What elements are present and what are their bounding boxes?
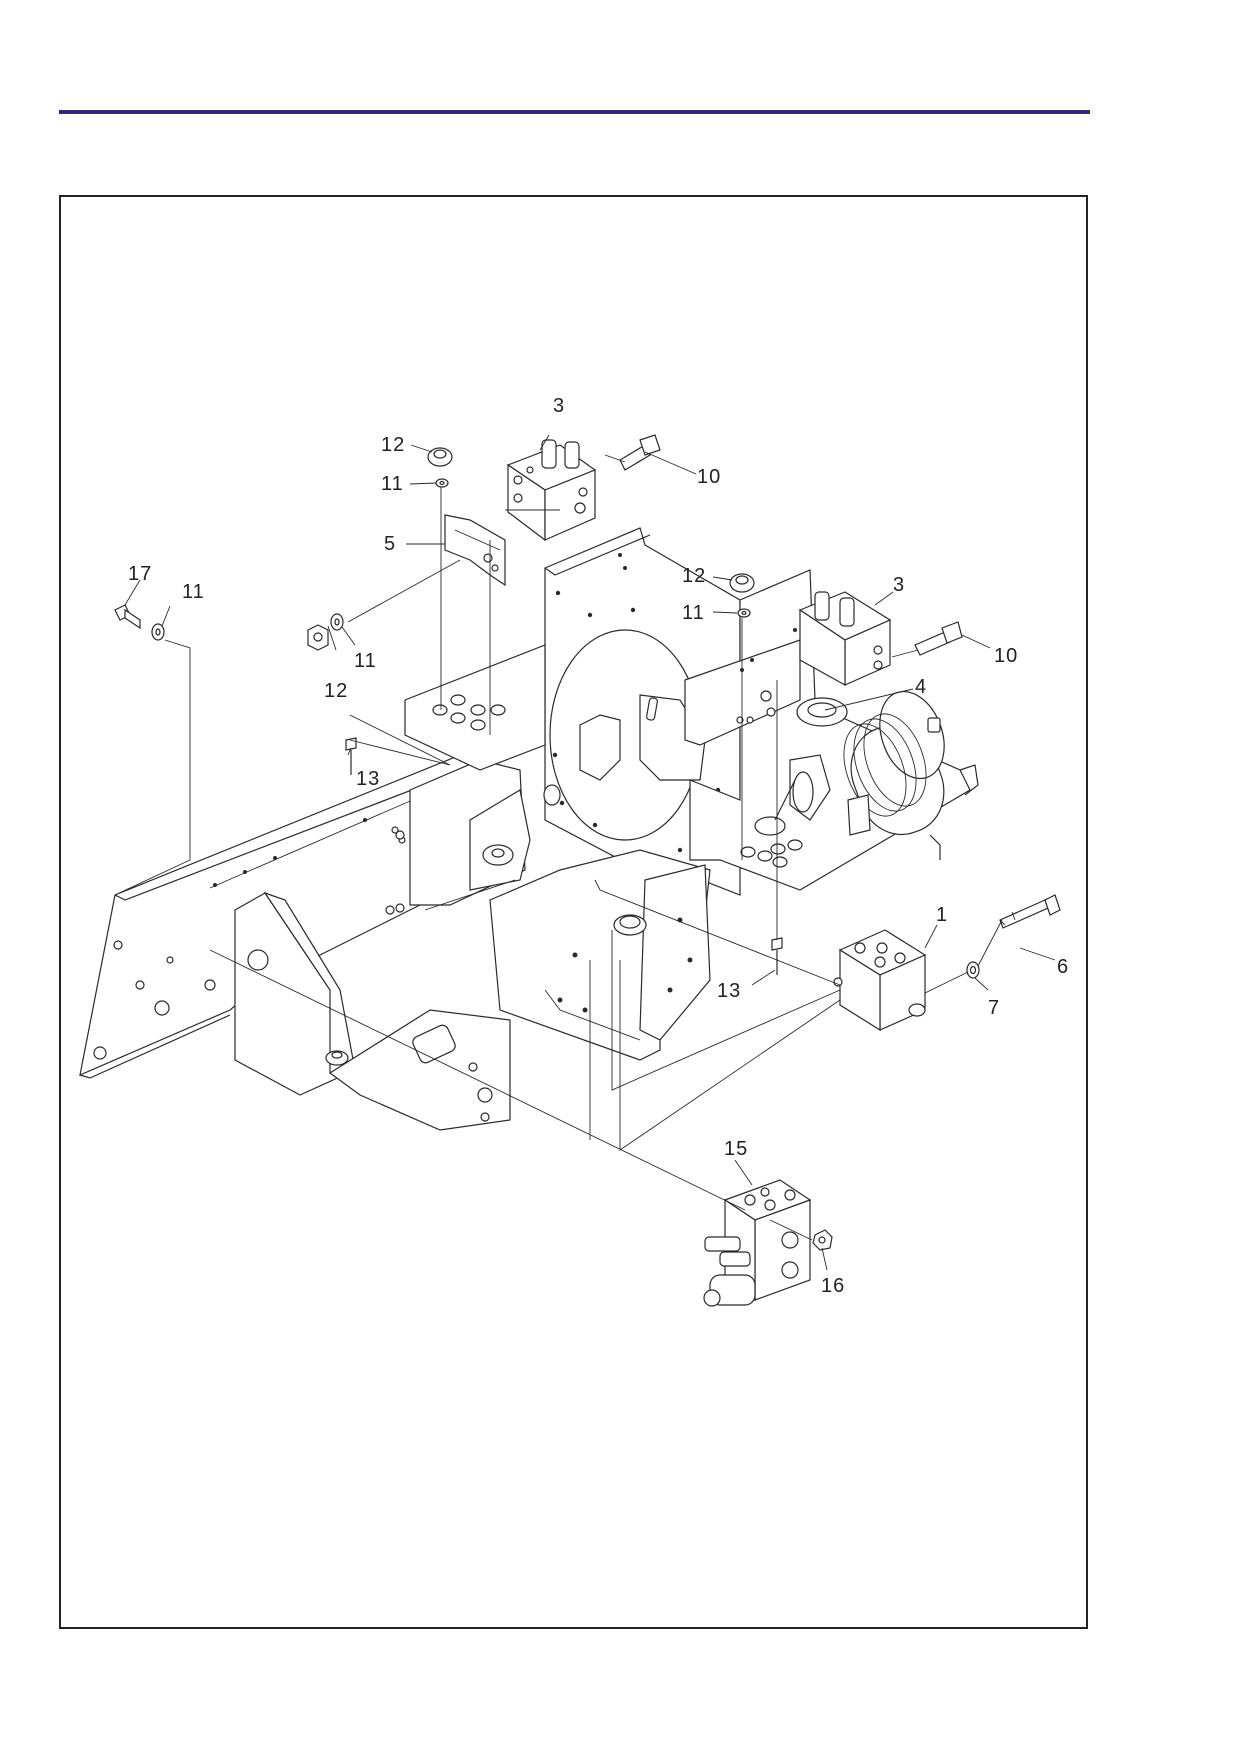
- callout-1: 1: [936, 904, 948, 926]
- callout-7: 7: [988, 997, 1000, 1019]
- valve-block-3-right: [798, 591, 892, 687]
- engine-mount-beam: [385, 759, 531, 915]
- nut-12-left: [307, 624, 329, 651]
- drawing-frame: [59, 195, 1088, 1629]
- callout-16: 16: [821, 1275, 845, 1297]
- washer-11-far-left: [151, 623, 165, 641]
- bolt-10-upper: [619, 434, 661, 471]
- callout-11-left: 11: [354, 650, 377, 672]
- callout-15: 15: [724, 1138, 748, 1160]
- bolt-13-left: [345, 737, 357, 775]
- callout-17: 17: [128, 563, 152, 585]
- bracket-5: [444, 514, 506, 587]
- bolt-6: [999, 894, 1061, 929]
- callout-3-right: 3: [893, 574, 905, 596]
- upper-left-shelf: [404, 644, 546, 771]
- valve-block-15: [703, 1179, 812, 1307]
- nut-12-right: [729, 573, 755, 593]
- bolt-10-right: [914, 621, 963, 656]
- air-cleaner: [754, 690, 945, 836]
- callout-labels: 3 12 11 10 5 17 11 12 11 12 11 3 10 4 13…: [128, 395, 1069, 1297]
- callout-10-upper: 10: [697, 466, 721, 488]
- callout-13-right: 13: [717, 980, 741, 1002]
- washer-11-upper: [435, 478, 449, 488]
- callout-12-upper: 12: [381, 434, 405, 456]
- callout-12-left: 12: [324, 680, 348, 702]
- assembly-lines: [114, 454, 1003, 1241]
- valve-block-3-upper: [506, 439, 597, 542]
- callout-11-upper: 11: [381, 473, 404, 495]
- leader-lines: [124, 434, 1056, 1271]
- callout-10-right: 10: [994, 645, 1018, 667]
- callout-13-left: 13: [356, 768, 380, 790]
- bolt-17: [114, 604, 141, 630]
- washer-11-right: [737, 608, 751, 618]
- callout-11-right: 11: [682, 602, 705, 624]
- callout-3-upper: 3: [553, 395, 565, 417]
- callout-4: 4: [915, 676, 927, 698]
- valve-block-1: [833, 929, 927, 1032]
- nut-12-upper: [427, 447, 453, 467]
- callout-5: 5: [384, 533, 396, 555]
- callout-6: 6: [1057, 956, 1069, 978]
- header-rule: [59, 110, 1090, 114]
- callout-12-right: 12: [682, 565, 706, 587]
- nut-16: [812, 1229, 833, 1251]
- lower-skirt: [489, 849, 711, 1061]
- washer-7: [966, 961, 980, 979]
- callout-11-far-left: 11: [182, 581, 205, 603]
- washer-11-left: [330, 613, 344, 631]
- bolt-13-right: [771, 937, 783, 975]
